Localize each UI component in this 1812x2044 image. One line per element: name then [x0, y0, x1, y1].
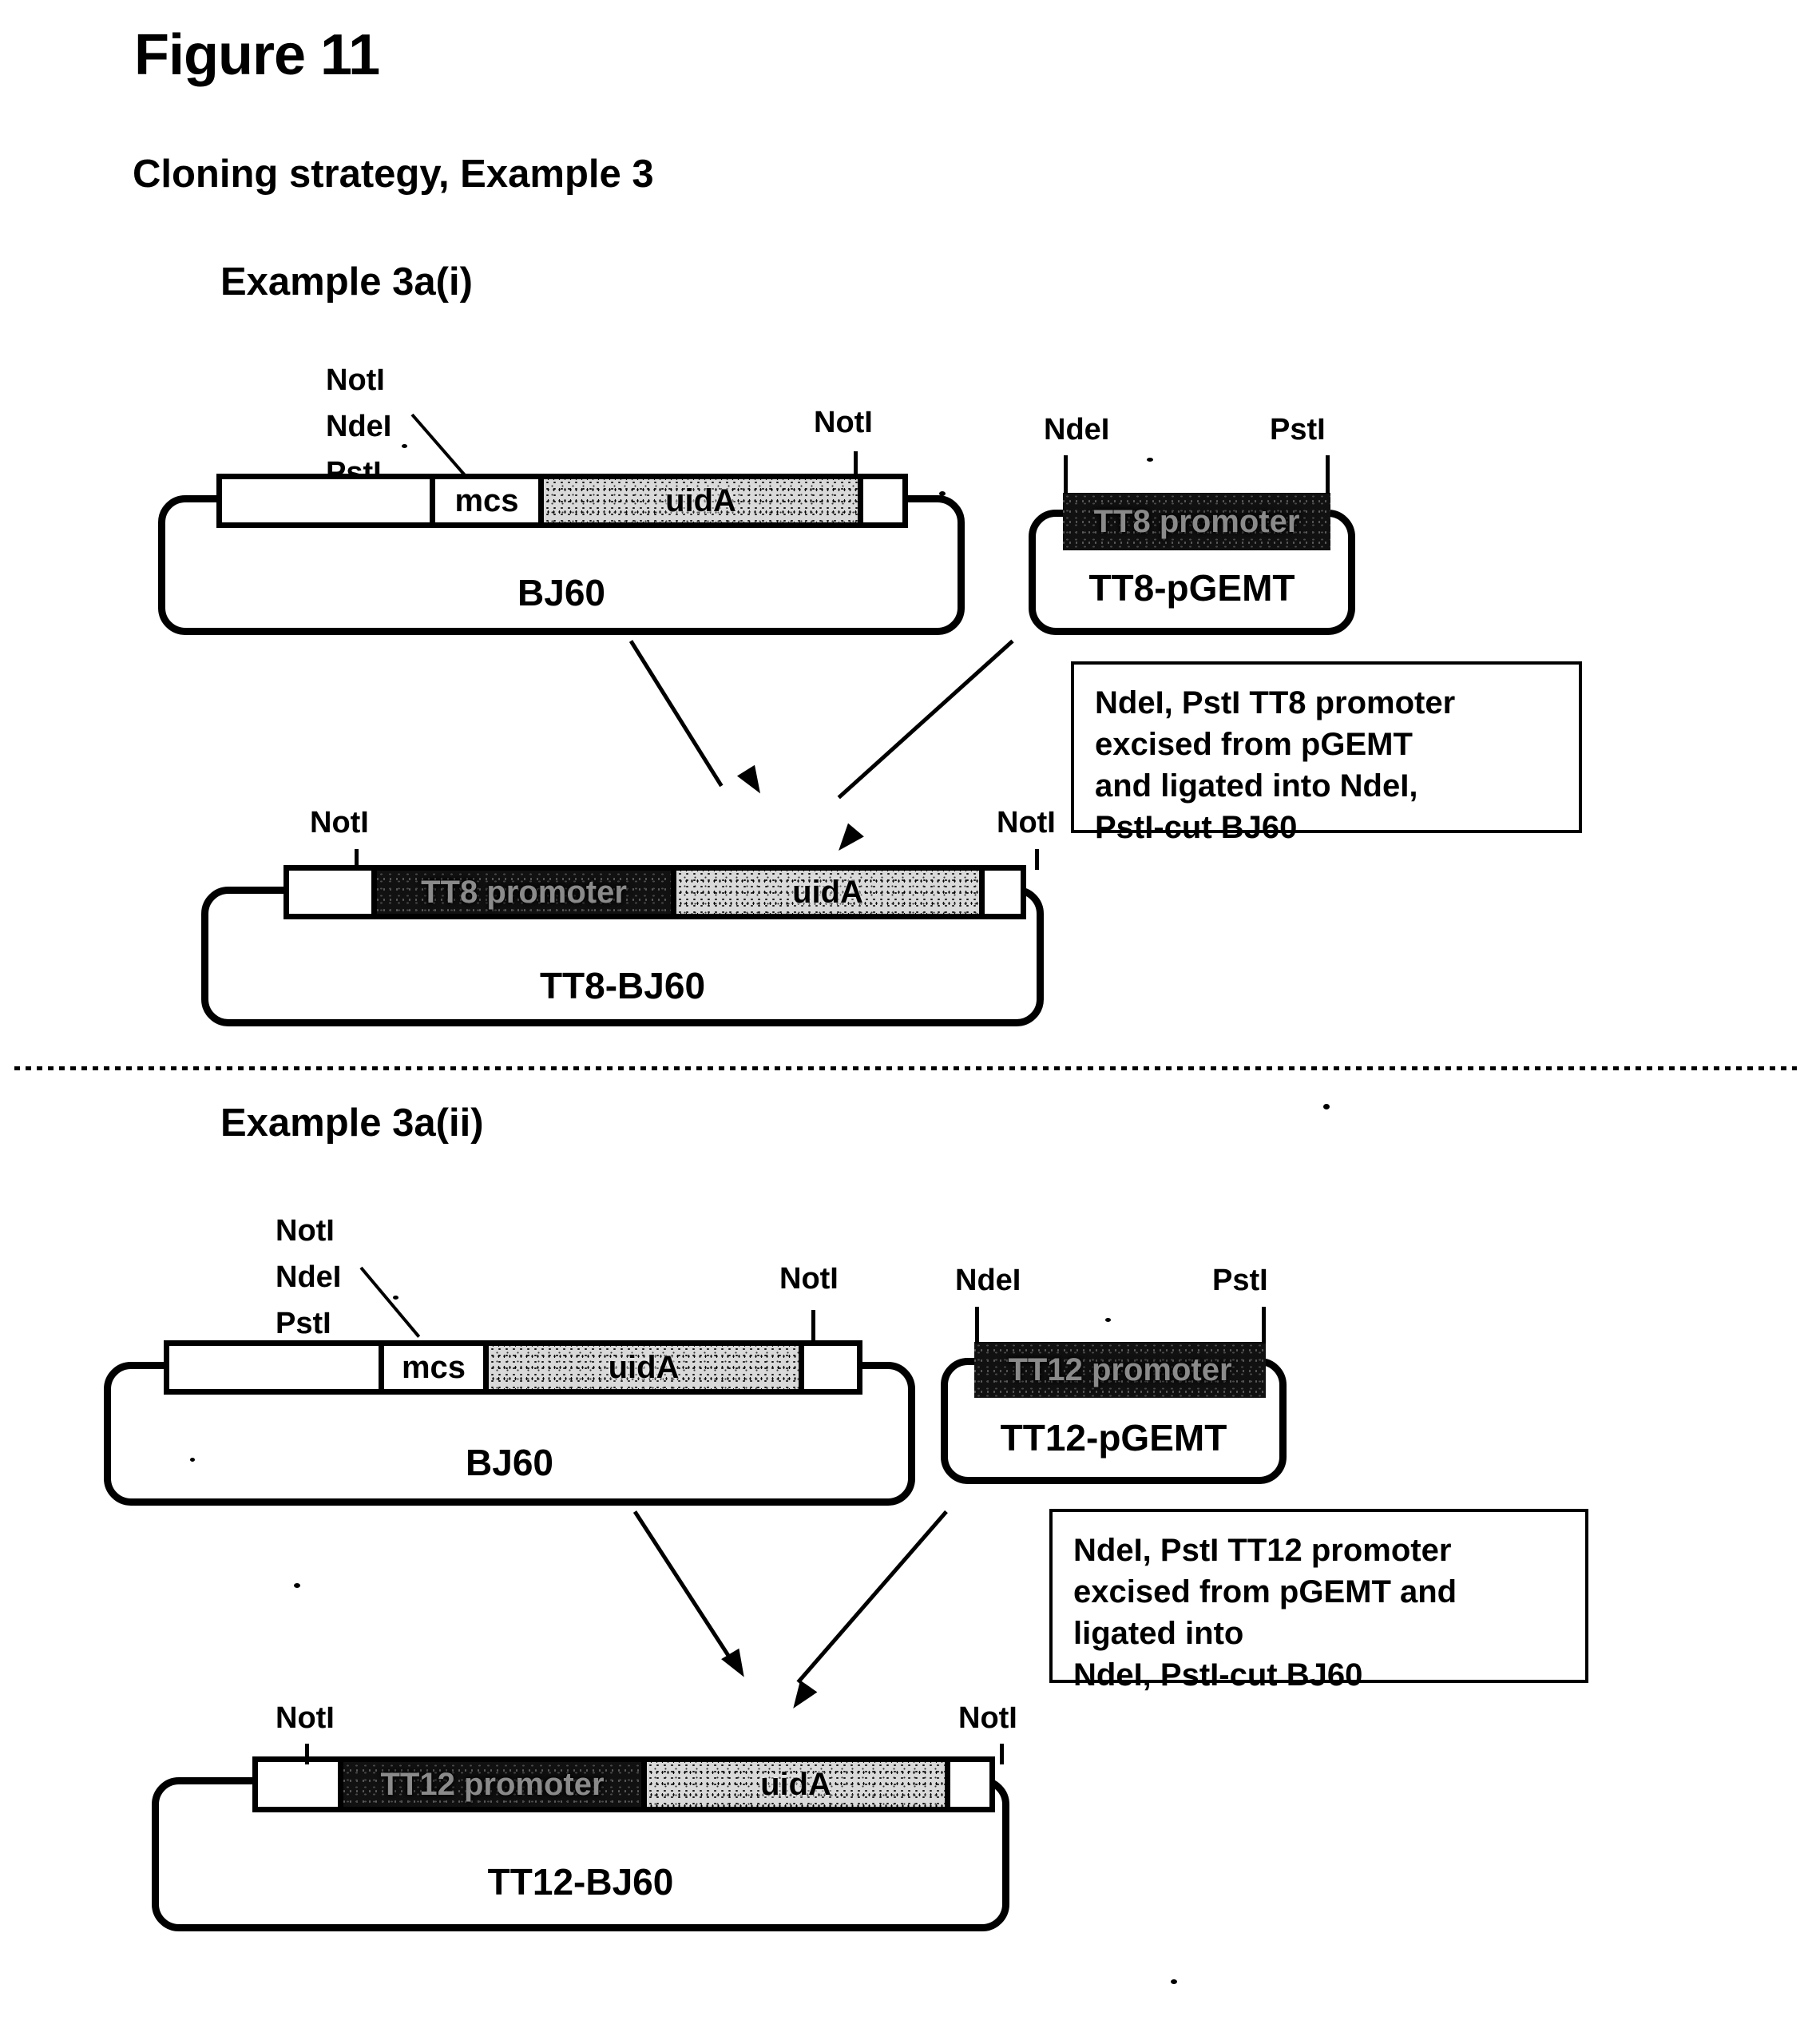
site-tick-noti-right-tt12bj60	[1000, 1744, 1004, 1764]
site-label-noti-right-bj60-1: NotI	[814, 406, 873, 439]
arrow-head-tt12-to-product-2	[784, 1680, 818, 1715]
segment-backbone-left-tt12bj60	[258, 1762, 338, 1807]
note-line: PstI-cut BJ60	[1095, 810, 1298, 845]
segment-bar-tt8-promoter: TT8 promoter	[1063, 493, 1330, 550]
segment-bar-tt12-bj60: TT12 promoter uidA	[252, 1756, 995, 1812]
section-heading-3ai: Example 3a(i)	[220, 260, 473, 304]
scan-speck	[1147, 458, 1153, 462]
site-tick-noti-left-tt8bj60	[355, 849, 359, 870]
site-tick-ndei-tt12	[975, 1307, 979, 1343]
segment-uida-2: uidA	[483, 1346, 799, 1389]
segment-tt8-promoter: TT8 promoter	[1063, 493, 1330, 550]
site-label-noti-left-tt8bj60: NotI	[310, 806, 369, 839]
note-line: ligated into	[1073, 1616, 1244, 1651]
segment-backbone-right-1	[858, 479, 902, 522]
section-heading-3aii: Example 3a(ii)	[220, 1101, 484, 1145]
figure-title: Figure 11	[134, 23, 380, 87]
site-label-ndei-tt12: NdeI	[955, 1264, 1021, 1297]
scan-speck	[393, 1296, 398, 1300]
site-label-noti-right-tt12bj60: NotI	[958, 1701, 1017, 1735]
site-label-ndei-bj60-1: NdeI	[326, 410, 392, 443]
scan-speck	[294, 1583, 300, 1588]
scan-speck	[1105, 1318, 1111, 1322]
note-box-3ai: NdeI, PstI TT8 promoter excised from pGE…	[1071, 661, 1582, 845]
note-line: NdeI, PstI TT12 promoter	[1073, 1533, 1452, 1568]
segment-backbone-right-2	[799, 1346, 857, 1389]
scan-speck	[402, 444, 407, 448]
arrow-line-bj60-to-product-1	[628, 640, 724, 788]
arrow-line-tt12-to-product-2	[796, 1510, 948, 1684]
site-label-ndei-bj60-2: NdeI	[276, 1260, 342, 1294]
leader-line-sites-bj60-2	[359, 1266, 421, 1338]
segment-bar-tt8-bj60: TT8 promoter uidA	[283, 865, 1026, 919]
segment-uida-tt8bj60: uidA	[671, 871, 979, 914]
arrow-line-tt8-to-product-1	[837, 639, 1014, 800]
segment-tt12-promoter-product: TT12 promoter	[338, 1762, 641, 1807]
note-box-3aii: NdeI, PstI TT12 promoter excised from pG…	[1049, 1509, 1588, 1693]
plasmid-label-tt12-bj60: TT12-BJ60	[487, 1861, 674, 1903]
scan-speck	[939, 491, 946, 496]
scan-speck	[1323, 1104, 1330, 1109]
segment-backbone-left-2	[169, 1346, 379, 1389]
site-tick-psti-tt12	[1262, 1307, 1266, 1343]
segment-backbone-left-tt8bj60	[289, 871, 371, 914]
scan-speck	[1171, 1979, 1177, 1984]
segment-mcs-1: mcs	[430, 479, 538, 522]
figure-subtitle: Cloning strategy, Example 3	[133, 153, 654, 196]
site-label-noti-bj60-2: NotI	[276, 1214, 335, 1248]
plasmid-label-bj60-2: BJ60	[466, 1442, 553, 1483]
section-divider	[14, 1066, 1797, 1070]
plasmid-label-tt8-bj60: TT8-BJ60	[539, 965, 706, 1006]
note-line: excised from pGEMT	[1095, 727, 1413, 762]
site-label-psti-tt8: PstI	[1270, 413, 1326, 447]
plasmid-label-bj60-1: BJ60	[517, 572, 605, 613]
segment-backbone-right-tt8bj60	[979, 871, 1021, 914]
site-tick-ndei-tt8	[1064, 455, 1068, 494]
scan-speck	[190, 1458, 195, 1462]
site-tick-psti-tt8	[1326, 455, 1330, 494]
site-label-noti-bj60-1: NotI	[326, 363, 385, 397]
note-line: NdeI, PstI-cut BJ60	[1073, 1657, 1363, 1693]
segment-tt12-promoter: TT12 promoter	[974, 1342, 1266, 1398]
site-tick-noti-left-tt12bj60	[305, 1744, 309, 1764]
note-line: excised from pGEMT and	[1073, 1574, 1457, 1609]
note-line: and ligated into NdeI,	[1095, 768, 1418, 804]
segment-backbone-left-1	[222, 479, 430, 522]
site-tick-noti-right-tt8bj60	[1035, 849, 1039, 870]
segment-uida-1: uidA	[538, 479, 858, 522]
segment-bar-bj60-2: mcs uidA	[164, 1340, 862, 1395]
site-label-noti-right-bj60-2: NotI	[779, 1262, 839, 1296]
arrow-head-bj60-to-product-1	[736, 764, 770, 800]
segment-bar-tt12-promoter: TT12 promoter	[974, 1342, 1266, 1398]
site-label-noti-right-tt8bj60: NotI	[997, 806, 1056, 839]
site-label-psti-tt12: PstI	[1212, 1264, 1268, 1297]
plasmid-label-tt12-pgemt: TT12-pGEMT	[1000, 1417, 1227, 1459]
arrow-line-bj60-to-product-2	[632, 1510, 734, 1662]
site-tick-noti-right-bj60-2	[811, 1310, 815, 1343]
segment-bar-bj60-1: mcs uidA	[216, 474, 908, 528]
leader-line-sites-bj60-1	[410, 413, 468, 478]
site-label-ndei-tt8: NdeI	[1044, 413, 1110, 447]
segment-backbone-right-tt12bj60	[945, 1762, 989, 1807]
arrow-head-tt8-to-product-1	[831, 823, 864, 858]
plasmid-label-tt8-pgemt: TT8-pGEMT	[1088, 567, 1295, 609]
site-label-noti-left-tt12bj60: NotI	[276, 1701, 335, 1735]
segment-mcs-2: mcs	[379, 1346, 483, 1389]
site-label-psti-bj60-2: PstI	[276, 1307, 331, 1340]
segment-uida-tt12bj60: uidA	[641, 1762, 945, 1807]
note-line: NdeI, PstI TT8 promoter	[1095, 685, 1456, 720]
site-tick-noti-right-bj60-1	[854, 451, 858, 478]
segment-tt8-promoter-product: TT8 promoter	[371, 871, 671, 914]
